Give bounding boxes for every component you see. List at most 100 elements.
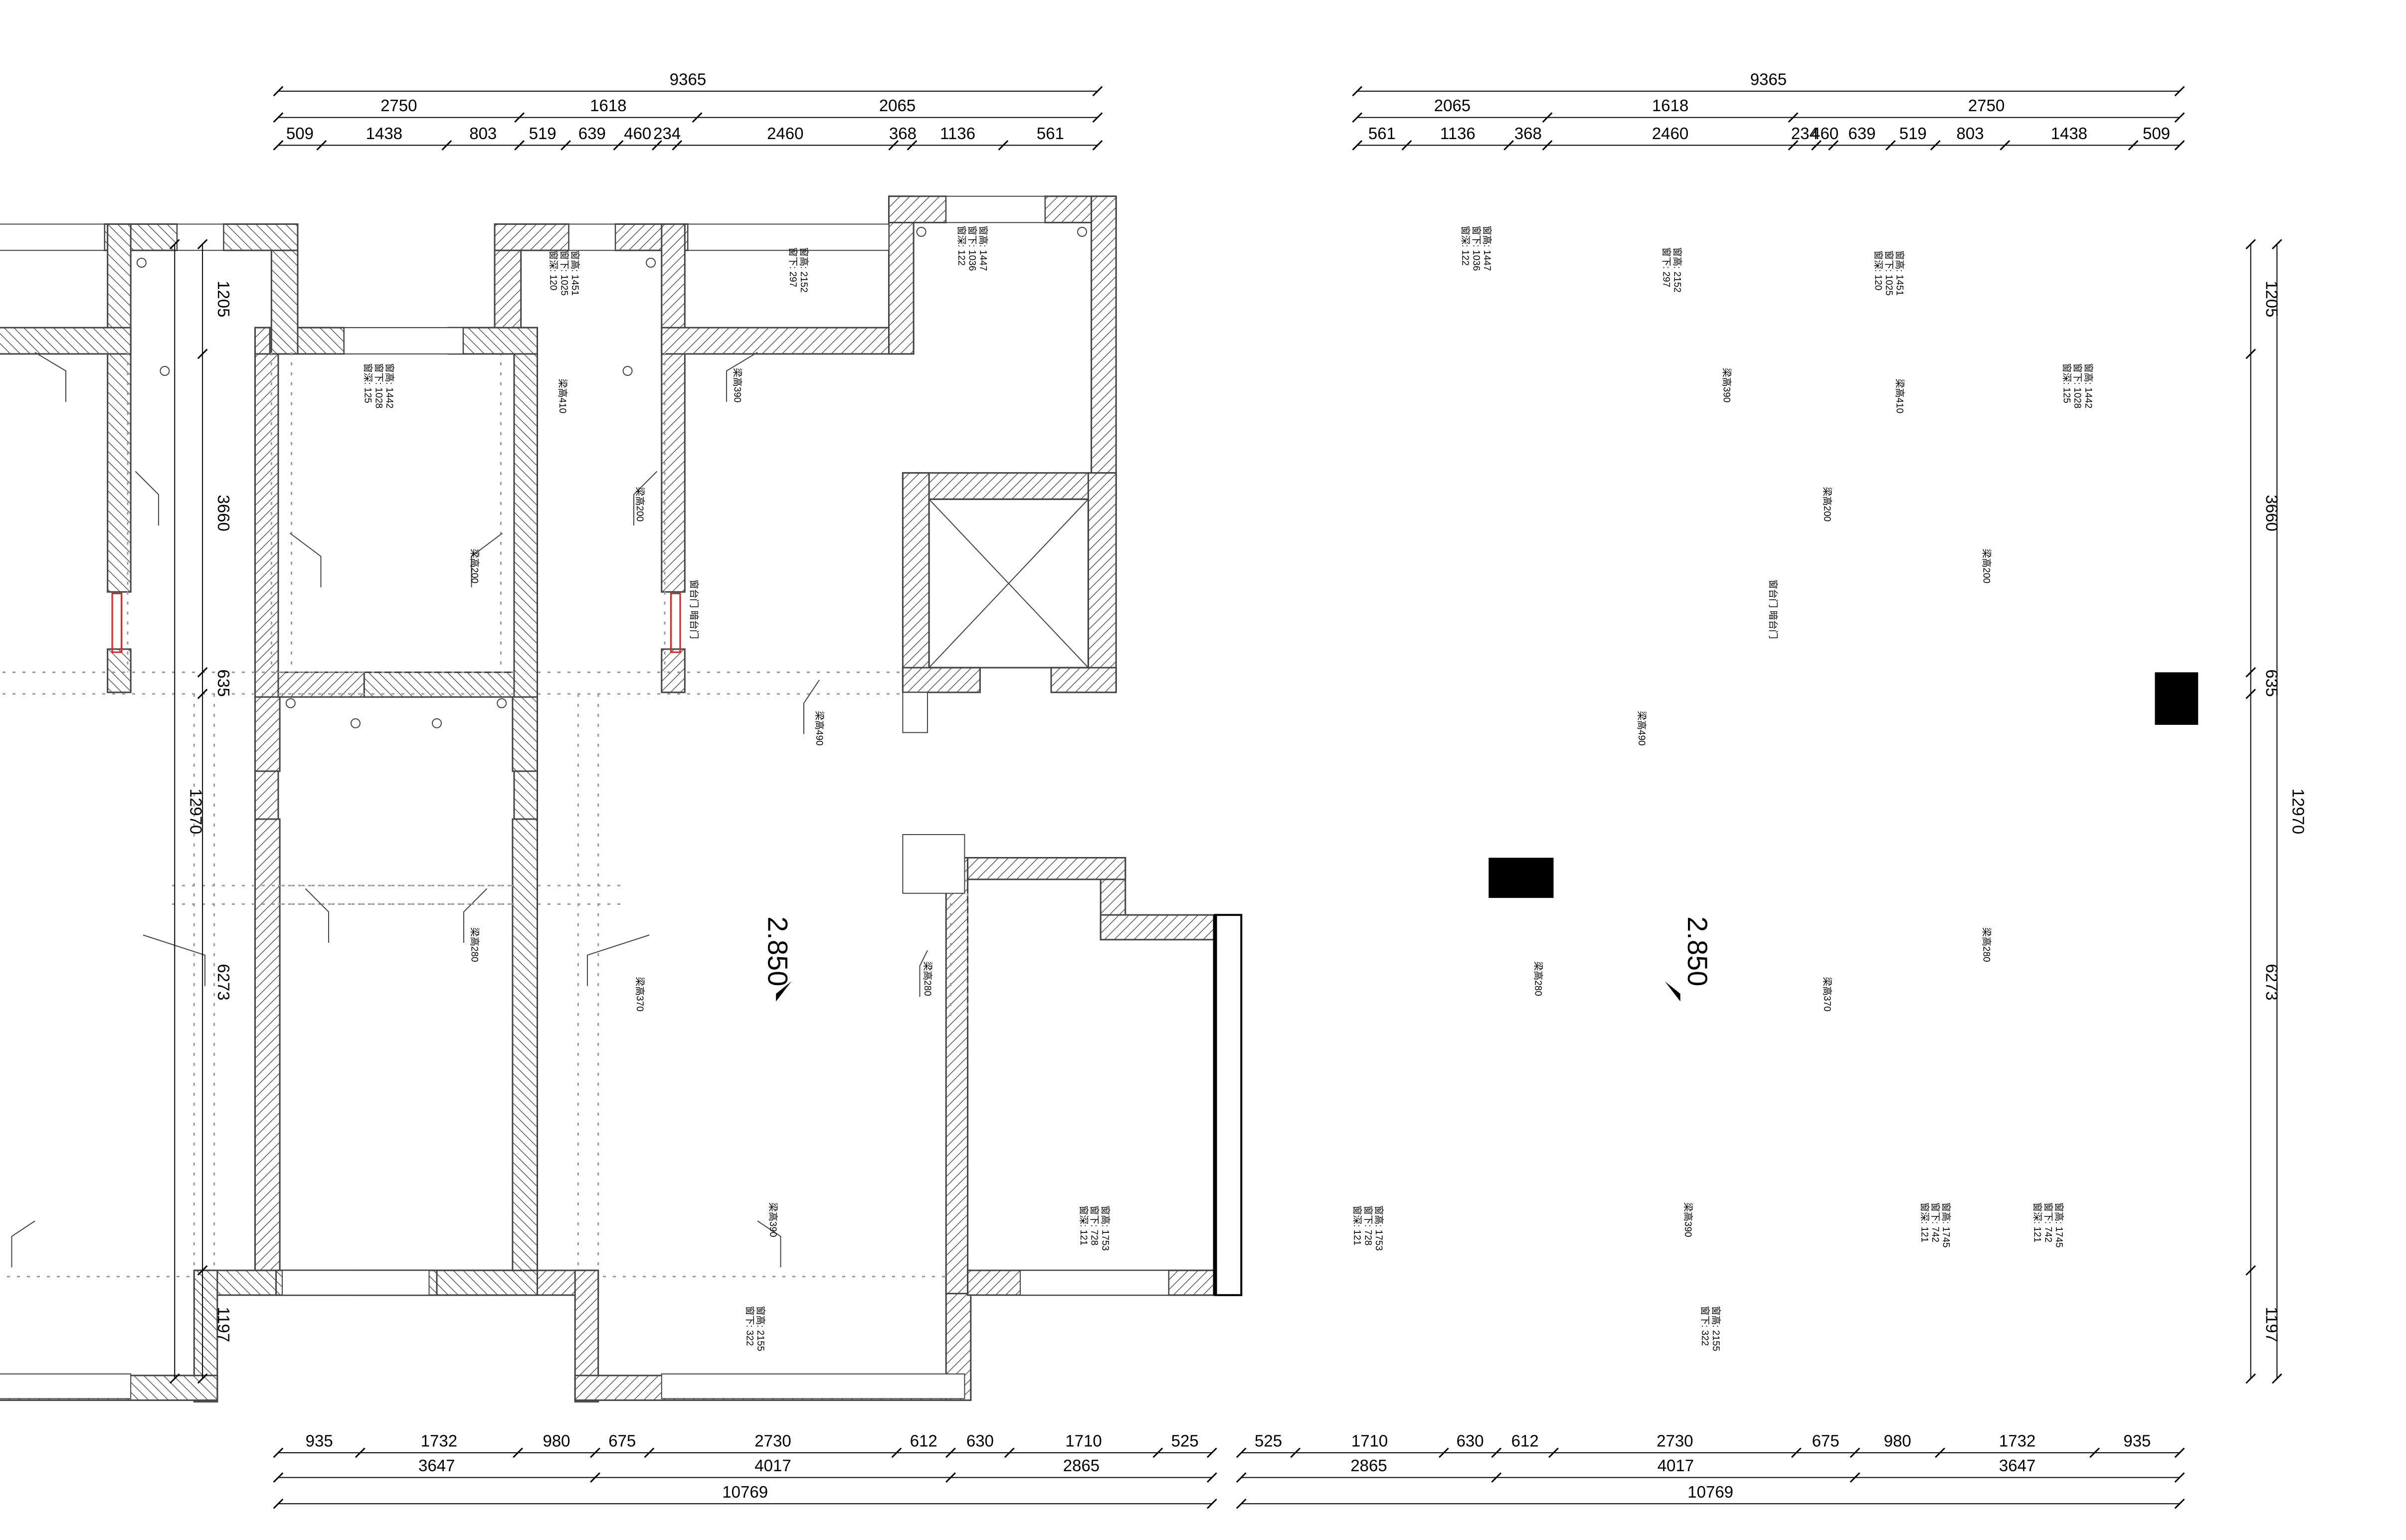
dim-label: 630 bbox=[966, 1432, 994, 1450]
dim-label: 1197 bbox=[2263, 1307, 2281, 1342]
dim-tick bbox=[1092, 86, 1103, 97]
dim-label: 2460 bbox=[1652, 124, 1688, 143]
dim-tick bbox=[2245, 688, 2256, 699]
dim-tick bbox=[1491, 1472, 1502, 1483]
wall-segment bbox=[222, 223, 299, 251]
dim-tick bbox=[1791, 1447, 1802, 1458]
window-note: 窗高: 1745 bbox=[1941, 1202, 1952, 1248]
dim-label: 2750 bbox=[380, 96, 417, 115]
beam-leader bbox=[135, 471, 159, 525]
window-glazing bbox=[687, 223, 890, 251]
dim-label: 2750 bbox=[1968, 96, 2005, 115]
beam-leader bbox=[587, 934, 650, 986]
beam-leader bbox=[919, 950, 928, 997]
beam-note: 梁高280 bbox=[1532, 961, 1543, 996]
dim-label: 980 bbox=[543, 1432, 570, 1450]
ceiling-point bbox=[497, 698, 507, 708]
door-note: 窗台门 暗台门 bbox=[689, 580, 700, 639]
beam-leader bbox=[143, 934, 205, 986]
window-note: 窗高: 2155 bbox=[755, 1306, 766, 1352]
window-note: 窗深: 120 bbox=[1872, 250, 1883, 290]
elevator-cross bbox=[928, 499, 1089, 668]
dim-label: 635 bbox=[2263, 670, 2281, 697]
window-note: 窗下: 728 bbox=[1362, 1205, 1373, 1245]
window-note: 窗下: 1025 bbox=[558, 250, 569, 296]
dim-label: 12970 bbox=[2289, 789, 2307, 835]
beam-leader bbox=[633, 471, 658, 525]
dim-label: 3647 bbox=[418, 1456, 455, 1475]
dim-label: 3647 bbox=[1999, 1456, 2036, 1475]
dim-tick bbox=[273, 1498, 284, 1509]
beam-leader bbox=[289, 532, 322, 587]
wall-segment bbox=[494, 223, 570, 251]
dim-tick bbox=[1236, 1472, 1247, 1483]
wall-segment bbox=[1091, 195, 1117, 480]
window-note: 窗深: 121 bbox=[1352, 1205, 1363, 1245]
ceiling-point bbox=[916, 227, 926, 237]
party-wall bbox=[1214, 914, 1243, 1296]
dim-tick bbox=[613, 140, 624, 151]
window-note: 窗深: 125 bbox=[2061, 363, 2072, 403]
dim-tick bbox=[197, 348, 208, 359]
dim-label: 2065 bbox=[1434, 96, 1471, 115]
beam-note: 梁高200 bbox=[1822, 487, 1833, 522]
dim-tick bbox=[2245, 239, 2256, 250]
beam-leader bbox=[11, 1220, 35, 1267]
dim-tick bbox=[514, 140, 525, 151]
dim-tick bbox=[1092, 112, 1103, 123]
wall-segment bbox=[902, 472, 930, 690]
dim-label: 1136 bbox=[1440, 124, 1476, 143]
beam-leader bbox=[757, 1220, 781, 1267]
window-glazing bbox=[0, 223, 105, 251]
dim-right-overall: 12970 bbox=[2271, 239, 2307, 1384]
dim-tick bbox=[2245, 667, 2256, 678]
dim-tick bbox=[2000, 140, 2011, 151]
beam-leader bbox=[463, 888, 488, 943]
ceiling-point bbox=[136, 258, 147, 268]
beam-leader bbox=[34, 351, 66, 402]
dim-label: 1438 bbox=[2051, 124, 2087, 143]
dim-tick bbox=[1401, 140, 1412, 151]
beam-leader bbox=[726, 351, 758, 402]
dim-label: 368 bbox=[889, 124, 917, 143]
wall-segment bbox=[902, 472, 1117, 500]
window-note: 窗高: 1753 bbox=[1100, 1205, 1110, 1251]
beam-note: 梁高200 bbox=[469, 549, 480, 584]
window-note: 窗下: 297 bbox=[787, 247, 798, 287]
dim-tick bbox=[273, 1447, 284, 1458]
window-note: 窗深: 121 bbox=[1078, 1205, 1089, 1245]
dim-label: 630 bbox=[1457, 1432, 1484, 1450]
window-note: 窗高: 2152 bbox=[1671, 247, 1682, 293]
dim-tick bbox=[1236, 1447, 1247, 1458]
dim-label: 675 bbox=[608, 1432, 636, 1450]
dim-label: 519 bbox=[529, 124, 556, 143]
dim-label: 1136 bbox=[940, 124, 975, 143]
dim-tick bbox=[998, 140, 1009, 151]
dim-top-left-overall: 9365 bbox=[273, 70, 1103, 97]
beam-leader bbox=[803, 680, 820, 734]
floor-elevation: 2.850 bbox=[762, 916, 794, 986]
dim-tick bbox=[1850, 1472, 1860, 1483]
dim-label: 612 bbox=[1511, 1432, 1539, 1450]
dim-label: 2065 bbox=[879, 96, 916, 115]
beam-note: 梁高410 bbox=[557, 379, 568, 414]
dim-tick bbox=[316, 140, 327, 151]
dim-tick bbox=[1352, 140, 1363, 151]
dim-tick bbox=[2174, 140, 2185, 151]
wall-segment bbox=[661, 223, 686, 593]
window-note: 窗深: 125 bbox=[363, 363, 373, 403]
dim-bottom-left-overall: 10769 bbox=[273, 1483, 1217, 1509]
dim-tick bbox=[2271, 1373, 2282, 1384]
dim-tick bbox=[1503, 140, 1514, 151]
door-marker bbox=[670, 592, 681, 653]
window-note: 窗下: 742 bbox=[2042, 1202, 2053, 1242]
dim-label: 9365 bbox=[670, 70, 706, 89]
structural-column bbox=[2155, 672, 2199, 725]
dim-label: 1205 bbox=[2263, 281, 2281, 317]
dim-label: 1710 bbox=[1065, 1432, 1102, 1450]
dim-label: 980 bbox=[1884, 1432, 1911, 1450]
